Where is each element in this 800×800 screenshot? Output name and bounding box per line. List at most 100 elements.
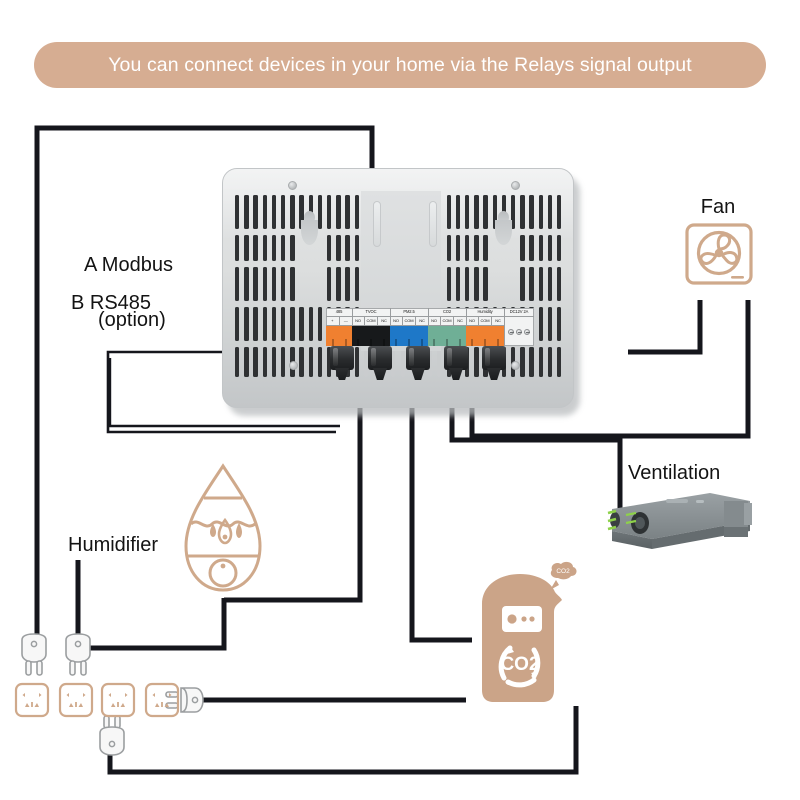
- device-keyhole-left: [301, 211, 318, 245]
- fan-device[interactable]: [684, 222, 754, 296]
- terminal-block[interactable]: [466, 325, 504, 346]
- vent-slot: [235, 235, 240, 261]
- vent-slot: [290, 307, 295, 341]
- terminal-block[interactable]: [352, 325, 390, 346]
- cable-connector[interactable]: [406, 346, 430, 382]
- vent-slot: [317, 195, 323, 229]
- connector-highlight: [332, 348, 338, 366]
- terminal-group-485[interactable]: 485+—: [326, 308, 352, 346]
- outlet-socket[interactable]: [58, 682, 94, 718]
- vent-slot: [290, 195, 295, 229]
- vent-slot: [547, 347, 553, 377]
- vent-slot: [308, 307, 313, 341]
- vent-slot: [400, 347, 405, 377]
- vent-slot: [281, 195, 286, 229]
- terminal-block[interactable]: [326, 325, 352, 346]
- vent-slot: [557, 267, 562, 301]
- co2-logo-text: CO2: [500, 654, 539, 675]
- connector-highlight: [484, 348, 490, 366]
- connector-highlight: [370, 348, 376, 366]
- plug-icon-1[interactable]: [14, 632, 54, 683]
- outlet-socket-icon: [14, 682, 50, 718]
- vent-slot: [538, 267, 543, 301]
- vent-slot: [547, 195, 553, 229]
- info-banner: You can connect devices in your home via…: [34, 42, 766, 88]
- vent-slot: [290, 235, 295, 261]
- vent-slot: [271, 347, 277, 377]
- label-option: (option): [98, 309, 166, 331]
- cable-connector[interactable]: [444, 346, 468, 382]
- outlet-socket[interactable]: [14, 682, 50, 718]
- device-screw-top-right: [511, 181, 520, 190]
- vent-slot: [538, 235, 543, 261]
- wire-rs485-a: [106, 350, 336, 434]
- power-plug-icon: [165, 687, 204, 713]
- plug-icon-3[interactable]: [92, 714, 132, 765]
- vent-slot: [474, 195, 479, 229]
- co2-generator-device[interactable]: CO2 CO2: [464, 560, 584, 708]
- terminal-sub-label: NO: [352, 317, 365, 325]
- wire-humidifier-to-socket: [78, 598, 227, 651]
- terminal-sub-label: +: [326, 317, 340, 325]
- terminal-group-dc12v-2a[interactable]: DC12V 2A: [504, 308, 534, 346]
- cable-connector[interactable]: [368, 346, 392, 382]
- vent-slot: [336, 195, 341, 229]
- vent-slot: [483, 235, 488, 261]
- cable-connector[interactable]: [482, 346, 506, 382]
- vent-slot: [483, 267, 488, 301]
- humidifier-device[interactable]: [178, 462, 268, 598]
- vent-slot: [345, 195, 350, 229]
- device-body: [222, 168, 574, 408]
- vent-slot: [253, 347, 258, 377]
- connector-strain-relief: [335, 368, 349, 380]
- plug-icon-2[interactable]: [58, 632, 98, 683]
- vent-slot: [281, 267, 286, 301]
- terminal-block[interactable]: [390, 325, 428, 346]
- outlet-socket-icon: [58, 682, 94, 718]
- power-plug-icon: [21, 633, 47, 676]
- dc-power-screws[interactable]: [504, 317, 534, 346]
- vent-slot: [363, 347, 368, 377]
- vent-slot: [253, 307, 258, 341]
- dc-screw: [508, 328, 514, 335]
- label-modbus: A Modbus: [84, 254, 173, 276]
- vent-slot: [538, 195, 543, 229]
- vent-slot: [308, 347, 313, 377]
- vent-slot: [327, 267, 332, 301]
- device-screw-bottom-right: [511, 361, 520, 370]
- label-rs485: B RS485: [71, 292, 152, 314]
- outlet-socket[interactable]: [100, 682, 136, 718]
- terminal-screw-slot: [344, 339, 347, 346]
- cable-connector[interactable]: [330, 346, 354, 382]
- terminal-screw-slot: [408, 339, 410, 346]
- label-humidifier: Humidifier: [68, 534, 159, 556]
- label-ventilation: Ventilation: [628, 462, 721, 484]
- vent-slot: [262, 307, 267, 341]
- vent-slot: [520, 195, 525, 229]
- outlet-socket[interactable]: [144, 682, 180, 718]
- ventilation-device[interactable]: [606, 487, 754, 553]
- vent-slot: [244, 347, 249, 377]
- vent-slot: [299, 347, 304, 377]
- vent-slot: [455, 195, 461, 229]
- terminal-block[interactable]: [428, 325, 466, 346]
- vent-slot: [336, 267, 341, 301]
- co2-device-icon: CO2 CO2: [482, 561, 577, 702]
- device-screw-top-left: [288, 181, 297, 190]
- vent-slot: [547, 267, 553, 301]
- connector-head: [482, 346, 506, 370]
- terminal-screw-slot: [446, 339, 448, 346]
- vent-slot: [446, 195, 451, 229]
- plug-icon-4[interactable]: [164, 680, 210, 725]
- vent-slot: [557, 307, 562, 341]
- vent-slot: [244, 195, 249, 229]
- vent-slot: [290, 267, 295, 301]
- terminal-sub-label: NC: [495, 317, 501, 323]
